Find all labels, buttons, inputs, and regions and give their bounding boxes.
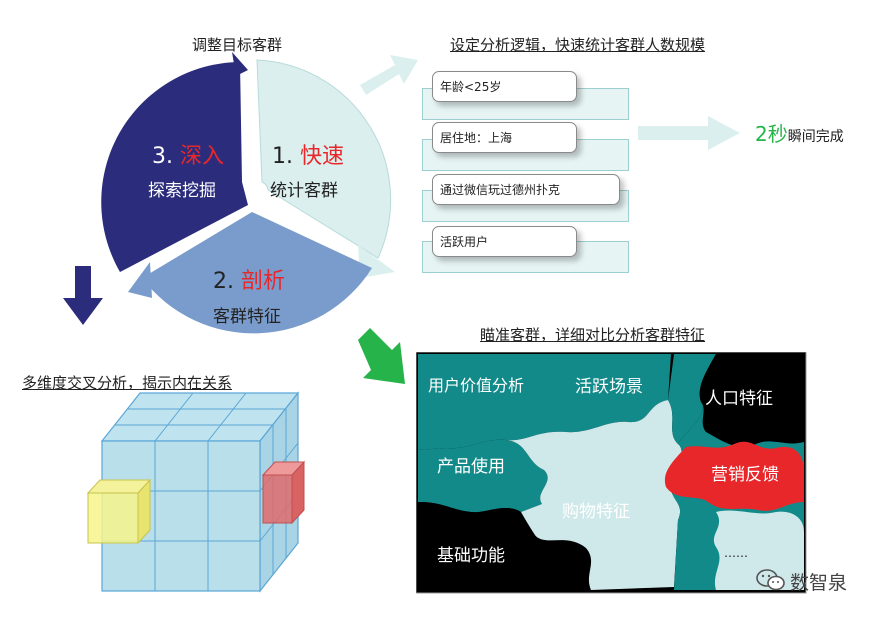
arrow-down-green xyxy=(358,328,405,384)
cube-diagram xyxy=(86,391,306,593)
step2-desc: 客群特征 xyxy=(213,307,281,327)
piece-demographics: 人口特征 xyxy=(705,389,773,409)
condition-age: 年龄<25岁 xyxy=(432,71,577,102)
result-time: 2秒 xyxy=(755,122,788,146)
step2-keyword: 剖析 xyxy=(241,269,286,294)
result-text: 瞬间完成 xyxy=(787,129,844,145)
condition-wechat-poker: 通过微信玩过德州扑克 xyxy=(432,174,620,205)
condition-active-user: 活跃用户 xyxy=(432,226,577,257)
step1-keyword: 快速 xyxy=(300,144,345,169)
arrow-head-3 xyxy=(232,52,248,76)
cube-title: 多维度交叉分析，揭示内在关系 xyxy=(22,374,233,392)
piece-user-value: 用户价值分析 xyxy=(428,376,525,395)
step3-desc: 探索挖掘 xyxy=(148,181,216,201)
segment-analyze xyxy=(142,212,372,334)
piece-more: …… xyxy=(724,546,748,560)
piece-product-usage: 产品使用 xyxy=(437,457,505,477)
puzzle-title: 瞄准客群，详细对比分析客群特征 xyxy=(480,326,706,344)
step2-number: 2. xyxy=(213,269,234,294)
condition-residence: 居住地：上海 xyxy=(432,122,577,153)
cycle-ring xyxy=(101,52,395,334)
piece-basic-function: 基础功能 xyxy=(437,546,505,566)
segment-explore xyxy=(101,62,248,272)
step3-keyword: 深入 xyxy=(180,144,225,169)
cycle-diagram: 调整目标客群 1. 快速 统计客群 2. 剖析 客群特征 3. 深入 探索挖掘 xyxy=(0,0,420,360)
arrow-head-2 xyxy=(128,262,152,298)
wechat-icon xyxy=(756,569,785,591)
arrow-down-navy xyxy=(63,266,103,325)
piece-shopping: 购物特征 xyxy=(562,502,630,522)
logic-title: 设定分析逻辑，快速统计客群人数规模 xyxy=(450,36,706,54)
arrow-to-logic xyxy=(360,55,418,95)
piece-marketing-feedback: 营销反馈 xyxy=(711,465,779,485)
segment-quick xyxy=(256,59,392,259)
piece-active-scene: 活跃场景 xyxy=(575,377,643,397)
brand-name: 数智泉 xyxy=(790,572,848,594)
step1-number: 1. xyxy=(272,144,293,169)
puzzle-diagram xyxy=(416,352,807,594)
cycle-top-label: 调整目标客群 xyxy=(192,36,283,54)
step3-number: 3. xyxy=(152,144,173,169)
arrow-to-result xyxy=(638,116,740,150)
step1-desc: 统计客群 xyxy=(270,181,338,201)
